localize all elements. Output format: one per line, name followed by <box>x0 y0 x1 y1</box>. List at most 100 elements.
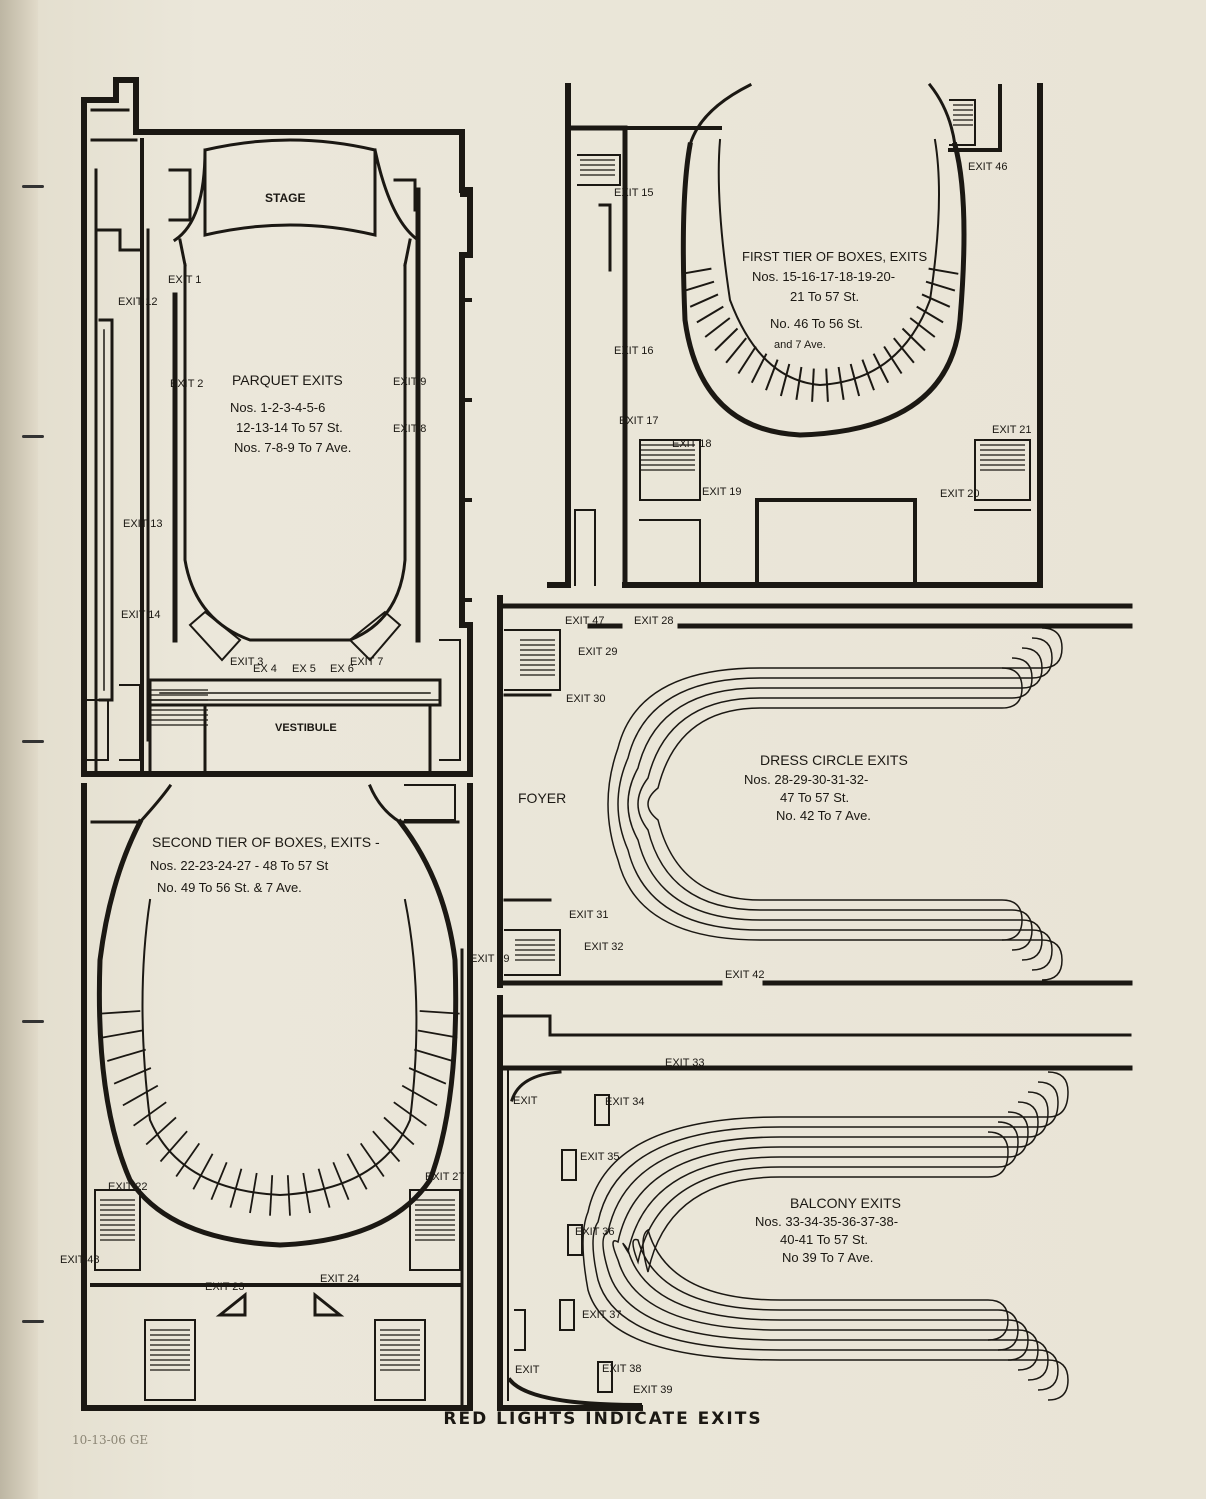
exit-label: EXIT <box>513 1095 538 1107</box>
balcony-line-2: 40-41 To 57 St. <box>780 1232 868 1247</box>
exit-label: EXIT 21 <box>992 424 1032 436</box>
seat-row <box>637 657 1033 951</box>
box-partition <box>332 1161 350 1201</box>
box-partition <box>681 267 712 275</box>
exit-label: EXIT 15 <box>614 187 654 199</box>
exit-label: EX 6 <box>330 663 354 675</box>
seat-row <box>647 667 1023 941</box>
balcony-line-3: No 39 To 7 Ave. <box>782 1250 873 1265</box>
exit-label: EXIT 30 <box>566 693 606 705</box>
aisle-box <box>559 1299 575 1331</box>
box-partition <box>317 1168 331 1208</box>
exit-label: EXIT 8 <box>393 423 426 435</box>
exit-label: EXIT 38 <box>602 1363 642 1375</box>
box-partition <box>286 1175 291 1216</box>
aisle-box <box>594 1094 610 1126</box>
parquet-title: PARQUET EXITS <box>232 372 343 388</box>
box-partition <box>383 1116 415 1146</box>
box-partition <box>765 359 779 391</box>
box-partition <box>925 280 956 292</box>
box-partition <box>159 1130 188 1163</box>
box-partition <box>825 368 829 402</box>
box-partition <box>928 267 959 275</box>
first-tier-plan <box>547 82 1043 588</box>
exit-label: EXIT 27 <box>425 1171 465 1183</box>
exit-label: EX 5 <box>292 663 316 675</box>
exit-caption: RED LIGHTS INDICATE EXITS <box>443 1409 763 1429</box>
pencil-annotation: 10-13-06 GE <box>72 1433 149 1447</box>
box-partition <box>916 305 944 324</box>
exit-label: EXIT 3 <box>230 656 263 668</box>
second-tier-plan <box>81 783 473 1411</box>
box-partition <box>837 366 845 400</box>
box-partition <box>689 293 719 308</box>
parquet-line-1: Nos. 1-2-3-4-5-6 <box>230 400 325 415</box>
box-partition <box>175 1142 201 1178</box>
exit-label: EXIT 9 <box>393 376 426 388</box>
aisle-box <box>597 1361 613 1393</box>
exit-label: EXIT 16 <box>614 345 654 357</box>
binding-stitch <box>22 1320 44 1323</box>
box-partition <box>229 1168 243 1208</box>
second-tier-line-2: No. 49 To 56 St. & 7 Ave. <box>157 880 302 895</box>
exit-label: EXIT 23 <box>205 1281 245 1293</box>
box-partition <box>849 363 861 397</box>
exit-label: EXIT 22 <box>108 1181 148 1193</box>
vestibule-label: VESTIBULE <box>275 722 337 734</box>
box-partition <box>417 1029 458 1039</box>
box-partition <box>872 353 890 384</box>
balcony-plan <box>497 995 1133 1411</box>
box-partition <box>883 345 903 375</box>
box-partition <box>393 1101 427 1127</box>
box-partition <box>102 1029 143 1039</box>
exit-label: EXIT 49 <box>470 953 510 965</box>
exit-label: EXIT 33 <box>665 1057 705 1069</box>
box-partition <box>401 1084 438 1107</box>
foyer-label: FOYER <box>518 790 566 806</box>
seat-row <box>622 1111 1029 1361</box>
exit-label: EXIT 34 <box>605 1096 645 1108</box>
box-partition <box>107 1048 146 1062</box>
box-partition <box>372 1130 401 1163</box>
exit-label: EXIT 7 <box>350 656 383 668</box>
dress-circle-title: DRESS CIRCLE EXITS <box>760 752 908 768</box>
box-partition <box>122 1084 159 1107</box>
box-partition <box>696 305 724 324</box>
parquet-line-2: 12-13-14 To 57 St. <box>236 420 343 435</box>
seat-row <box>627 647 1043 961</box>
first-tier-line-4: and 7 Ave. <box>774 339 826 351</box>
exit-label: EXIT 18 <box>672 438 712 450</box>
box-partition <box>901 327 926 352</box>
exit-label: EXIT 31 <box>569 909 609 921</box>
exit-label: EXIT 47 <box>565 615 605 627</box>
exit-label: EXIT 36 <box>575 1226 615 1238</box>
exit-label: EXIT 20 <box>940 488 980 500</box>
first-tier-line-3: No. 46 To 56 St. <box>770 316 863 331</box>
box-partition <box>893 337 915 364</box>
exit-label: EXIT 14 <box>121 609 161 621</box>
balcony-exit-labels: EXIT 33 EXIT 34 EXIT 35 EXIT 36 EXIT 37 … <box>513 1057 705 1396</box>
exit-label: EXIT 19 <box>702 486 742 498</box>
exit-label: EXIT 29 <box>578 646 618 658</box>
box-partition <box>302 1172 311 1214</box>
box-partition <box>684 280 715 292</box>
exit-label: EXIT 46 <box>968 161 1008 173</box>
second-tier-line-1: Nos. 22-23-24-27 - 48 To 57 St <box>150 858 329 873</box>
exit-label: EXIT 13 <box>123 518 163 530</box>
exit-label: EX 4 <box>253 663 277 675</box>
aisle-box <box>561 1149 577 1181</box>
exit-label: EXIT 35 <box>580 1151 620 1163</box>
box-partition <box>909 317 936 338</box>
seat-row <box>632 1121 1019 1351</box>
seat-row <box>617 637 1053 971</box>
box-partition <box>921 293 951 308</box>
dress-circle-line-3: No. 42 To 7 Ave. <box>776 808 871 823</box>
first-tier-title: FIRST TIER OF BOXES, EXITS <box>742 249 927 264</box>
box-partition <box>145 1116 177 1146</box>
exit-label: EXIT 39 <box>633 1384 673 1396</box>
exit-label: EXIT 37 <box>582 1309 622 1321</box>
dress-circle-exit-labels: EXIT 28 EXIT 29 EXIT 30 EXIT 31 EXIT 32 … <box>565 615 765 981</box>
dress-circle-line-2: 47 To 57 St. <box>780 790 849 805</box>
box-partition <box>861 359 875 391</box>
